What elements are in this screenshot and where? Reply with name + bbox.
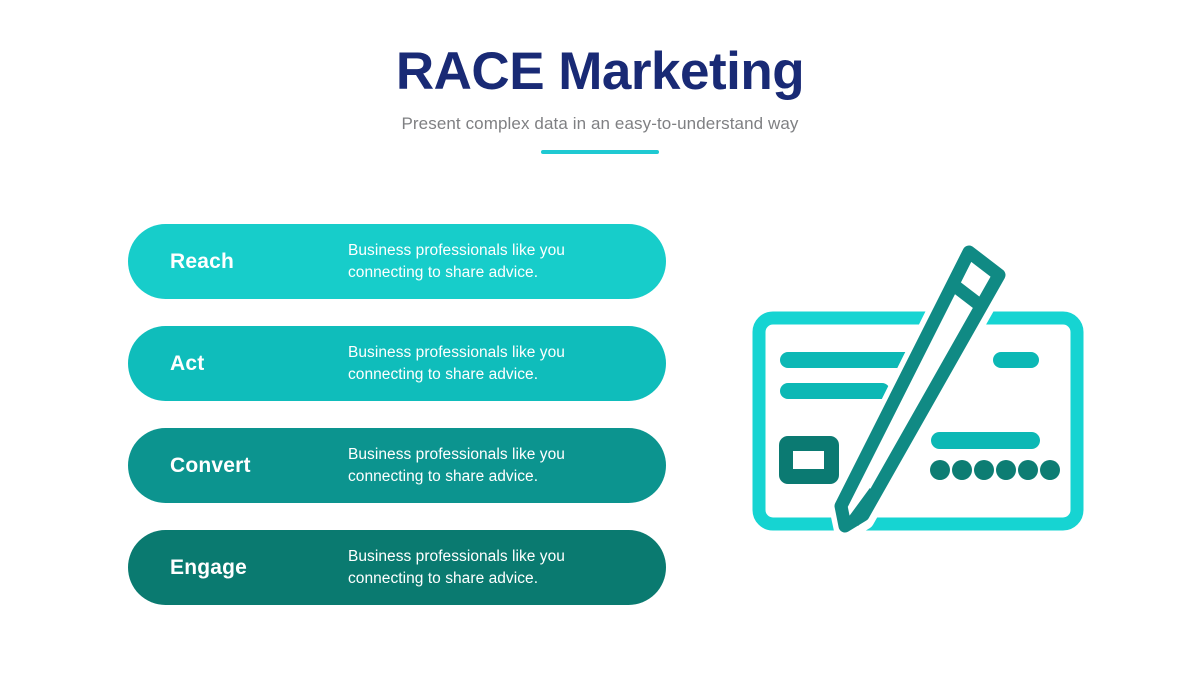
step-description: Business professionals like you connecti…: [348, 547, 565, 587]
step-description: Business professionals like you connecti…: [348, 445, 565, 485]
cheque-line-4: [931, 432, 1040, 449]
step-label: Reach: [170, 249, 235, 273]
cheque-line-3: [993, 352, 1039, 368]
cheque-with-pencil-illustration: [735, 240, 1095, 560]
cheque-line-1: [780, 352, 914, 368]
step-description: Business professionals like you connecti…: [348, 241, 565, 281]
cheque-dot-4: [996, 460, 1016, 480]
step-description: Business professionals like you connecti…: [348, 343, 565, 383]
cheque-line-2: [780, 383, 890, 399]
cheque-dot-2: [952, 460, 972, 480]
step-item-reach[interactable]: Reach Business professionals like you co…: [128, 224, 666, 299]
pencil-icon: [829, 240, 1014, 543]
pencil-tip: [847, 488, 881, 526]
pencil-ferrule-band: [947, 277, 985, 312]
slide-header: RACE Marketing Present complex data in a…: [0, 44, 1200, 154]
cheque-dot-3: [974, 460, 994, 480]
step-label: Act: [170, 351, 205, 375]
cheque-card-outline: [752, 311, 1084, 531]
cheque-dot-1: [930, 460, 950, 480]
page-subtitle: Present complex data in an easy-to-under…: [401, 113, 799, 133]
step-label: Convert: [170, 453, 251, 477]
step-label: Engage: [170, 555, 248, 579]
step-item-convert[interactable]: Convert Business professionals like you …: [128, 428, 666, 503]
page-title: RACE Marketing: [395, 42, 805, 101]
accent-divider: [541, 149, 659, 154]
cheque-dot-6: [1040, 460, 1060, 480]
step-item-engage[interactable]: Engage Business professionals like you c…: [128, 530, 666, 605]
race-steps-list: Reach Business professionals like you co…: [128, 224, 666, 605]
cheque-dot-5: [1018, 460, 1038, 480]
cheque-chip-slot: [793, 451, 824, 469]
step-item-act[interactable]: Act Business professionals like you conn…: [128, 326, 666, 401]
